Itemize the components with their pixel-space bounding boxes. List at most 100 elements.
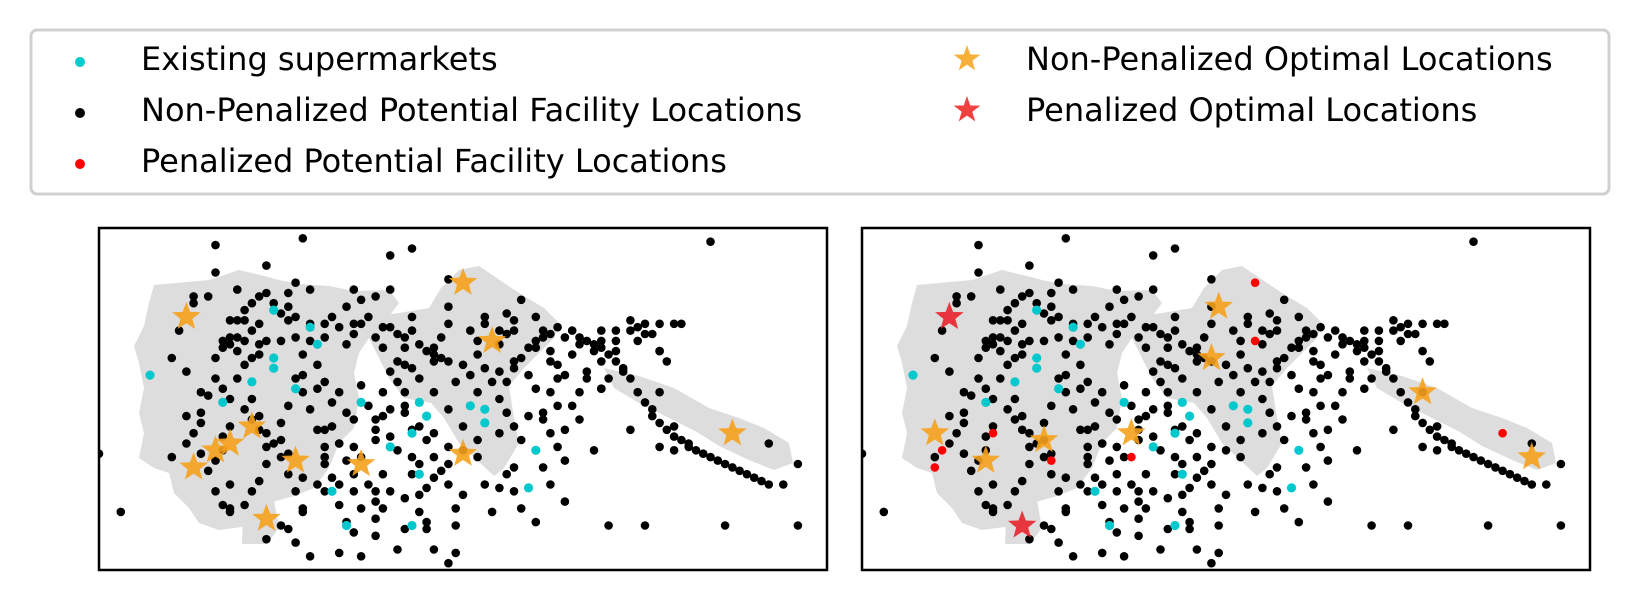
potential-location-point xyxy=(1097,439,1107,448)
potential-location-point xyxy=(1170,363,1180,373)
potential-location-point xyxy=(597,357,606,366)
potential-location-point xyxy=(458,490,468,500)
supermarket-point xyxy=(145,370,155,380)
potential-location-point xyxy=(1483,459,1493,469)
potential-location-point xyxy=(233,346,242,356)
potential-location-point xyxy=(1396,322,1405,332)
potential-location-point xyxy=(1316,401,1325,411)
potential-location-point xyxy=(1214,548,1223,558)
potential-location-point xyxy=(930,353,940,363)
potential-location-point xyxy=(1389,316,1398,325)
legend-label-penalized-potential: Penalized Potential Facility Locations xyxy=(141,142,727,180)
potential-location-point xyxy=(553,374,562,383)
potential-location-point xyxy=(981,343,991,352)
potential-location-point xyxy=(677,435,686,445)
potential-location-point xyxy=(988,504,998,513)
potential-location-point xyxy=(1294,336,1304,346)
optimal-location-star xyxy=(448,267,478,295)
potential-location-point xyxy=(662,357,672,366)
potential-location-point xyxy=(473,336,482,346)
potential-location-point xyxy=(1265,329,1274,339)
potential-location-point xyxy=(385,285,395,294)
potential-location-point xyxy=(262,442,271,452)
supermarket-point xyxy=(247,377,257,387)
potential-location-point xyxy=(1265,377,1274,387)
potential-location-point xyxy=(487,507,497,517)
potential-location-point xyxy=(429,452,439,462)
supermarket-point xyxy=(385,442,395,452)
potential-location-point xyxy=(575,415,584,424)
potential-location-point xyxy=(1323,425,1333,435)
supermarket-point xyxy=(1228,401,1238,411)
map-panel-right xyxy=(860,226,1592,572)
potential-location-point xyxy=(1003,360,1012,370)
potential-location-point xyxy=(757,476,766,486)
potential-location-point xyxy=(1105,340,1114,349)
potential-location-point xyxy=(1542,480,1551,489)
potential-location-point xyxy=(567,350,577,359)
legend-label-supermarkets: Existing supermarkets xyxy=(141,40,498,78)
potential-location-point xyxy=(385,367,395,376)
potential-location-point xyxy=(487,377,497,387)
potential-location-point xyxy=(1272,357,1282,366)
supermarket-point xyxy=(480,418,490,428)
potential-location-point xyxy=(1207,558,1216,568)
potential-location-point xyxy=(1010,298,1020,308)
potential-location-point xyxy=(1156,357,1165,366)
potential-location-point xyxy=(444,480,453,489)
potential-location-point xyxy=(407,244,417,253)
penalized-potential-point xyxy=(1250,336,1260,346)
potential-location-point xyxy=(981,432,991,441)
potential-location-point xyxy=(538,333,548,342)
potential-location-point xyxy=(1032,298,1041,308)
potential-location-point xyxy=(1258,367,1267,376)
potential-location-point xyxy=(167,452,177,462)
potential-location-point xyxy=(495,428,504,438)
potential-location-point xyxy=(1279,504,1289,513)
potential-location-point xyxy=(1338,387,1347,397)
potential-location-point xyxy=(1403,319,1413,329)
potential-location-point xyxy=(996,346,1005,356)
potential-location-point xyxy=(1076,425,1085,435)
potential-location-point xyxy=(1083,425,1092,435)
potential-location-point xyxy=(320,442,329,452)
potential-location-point xyxy=(356,552,366,561)
supermarket-point xyxy=(480,404,490,414)
optimal-locations-layer xyxy=(920,291,1547,473)
potential-location-point xyxy=(1229,370,1238,380)
potential-location-point xyxy=(276,435,286,445)
potential-location-point xyxy=(298,507,308,517)
potential-location-point xyxy=(1236,387,1245,397)
potential-location-point xyxy=(640,521,650,530)
potential-location-point xyxy=(1141,343,1151,352)
potential-location-point xyxy=(509,363,519,373)
potential-location-point xyxy=(966,391,976,400)
potential-location-point xyxy=(1258,428,1267,438)
potential-location-point xyxy=(349,487,359,496)
potential-location-point xyxy=(1178,459,1187,469)
potential-location-point xyxy=(1301,408,1311,417)
potential-location-point xyxy=(966,466,976,476)
potential-location-point xyxy=(356,381,366,390)
potential-location-point xyxy=(1178,490,1187,500)
potential-location-point xyxy=(276,418,286,428)
potential-location-point xyxy=(422,517,431,527)
potential-location-point xyxy=(713,456,723,465)
potential-location-point xyxy=(1469,237,1478,246)
potential-location-point xyxy=(1207,442,1216,452)
potential-location-point xyxy=(371,487,380,496)
potential-location-point xyxy=(291,333,300,342)
potential-location-point xyxy=(531,517,541,527)
potential-location-point xyxy=(1389,374,1398,383)
potential-location-point xyxy=(1454,446,1464,455)
potential-location-point xyxy=(1316,322,1325,332)
potential-location-point xyxy=(291,487,300,496)
potential-location-point xyxy=(684,442,693,452)
potential-location-point xyxy=(291,312,300,322)
potential-location-point xyxy=(240,305,249,315)
potential-location-point xyxy=(1301,326,1311,335)
potential-location-point xyxy=(1243,319,1253,329)
potential-location-point xyxy=(247,487,257,496)
potential-location-point xyxy=(262,459,271,469)
potential-location-point xyxy=(254,411,264,421)
